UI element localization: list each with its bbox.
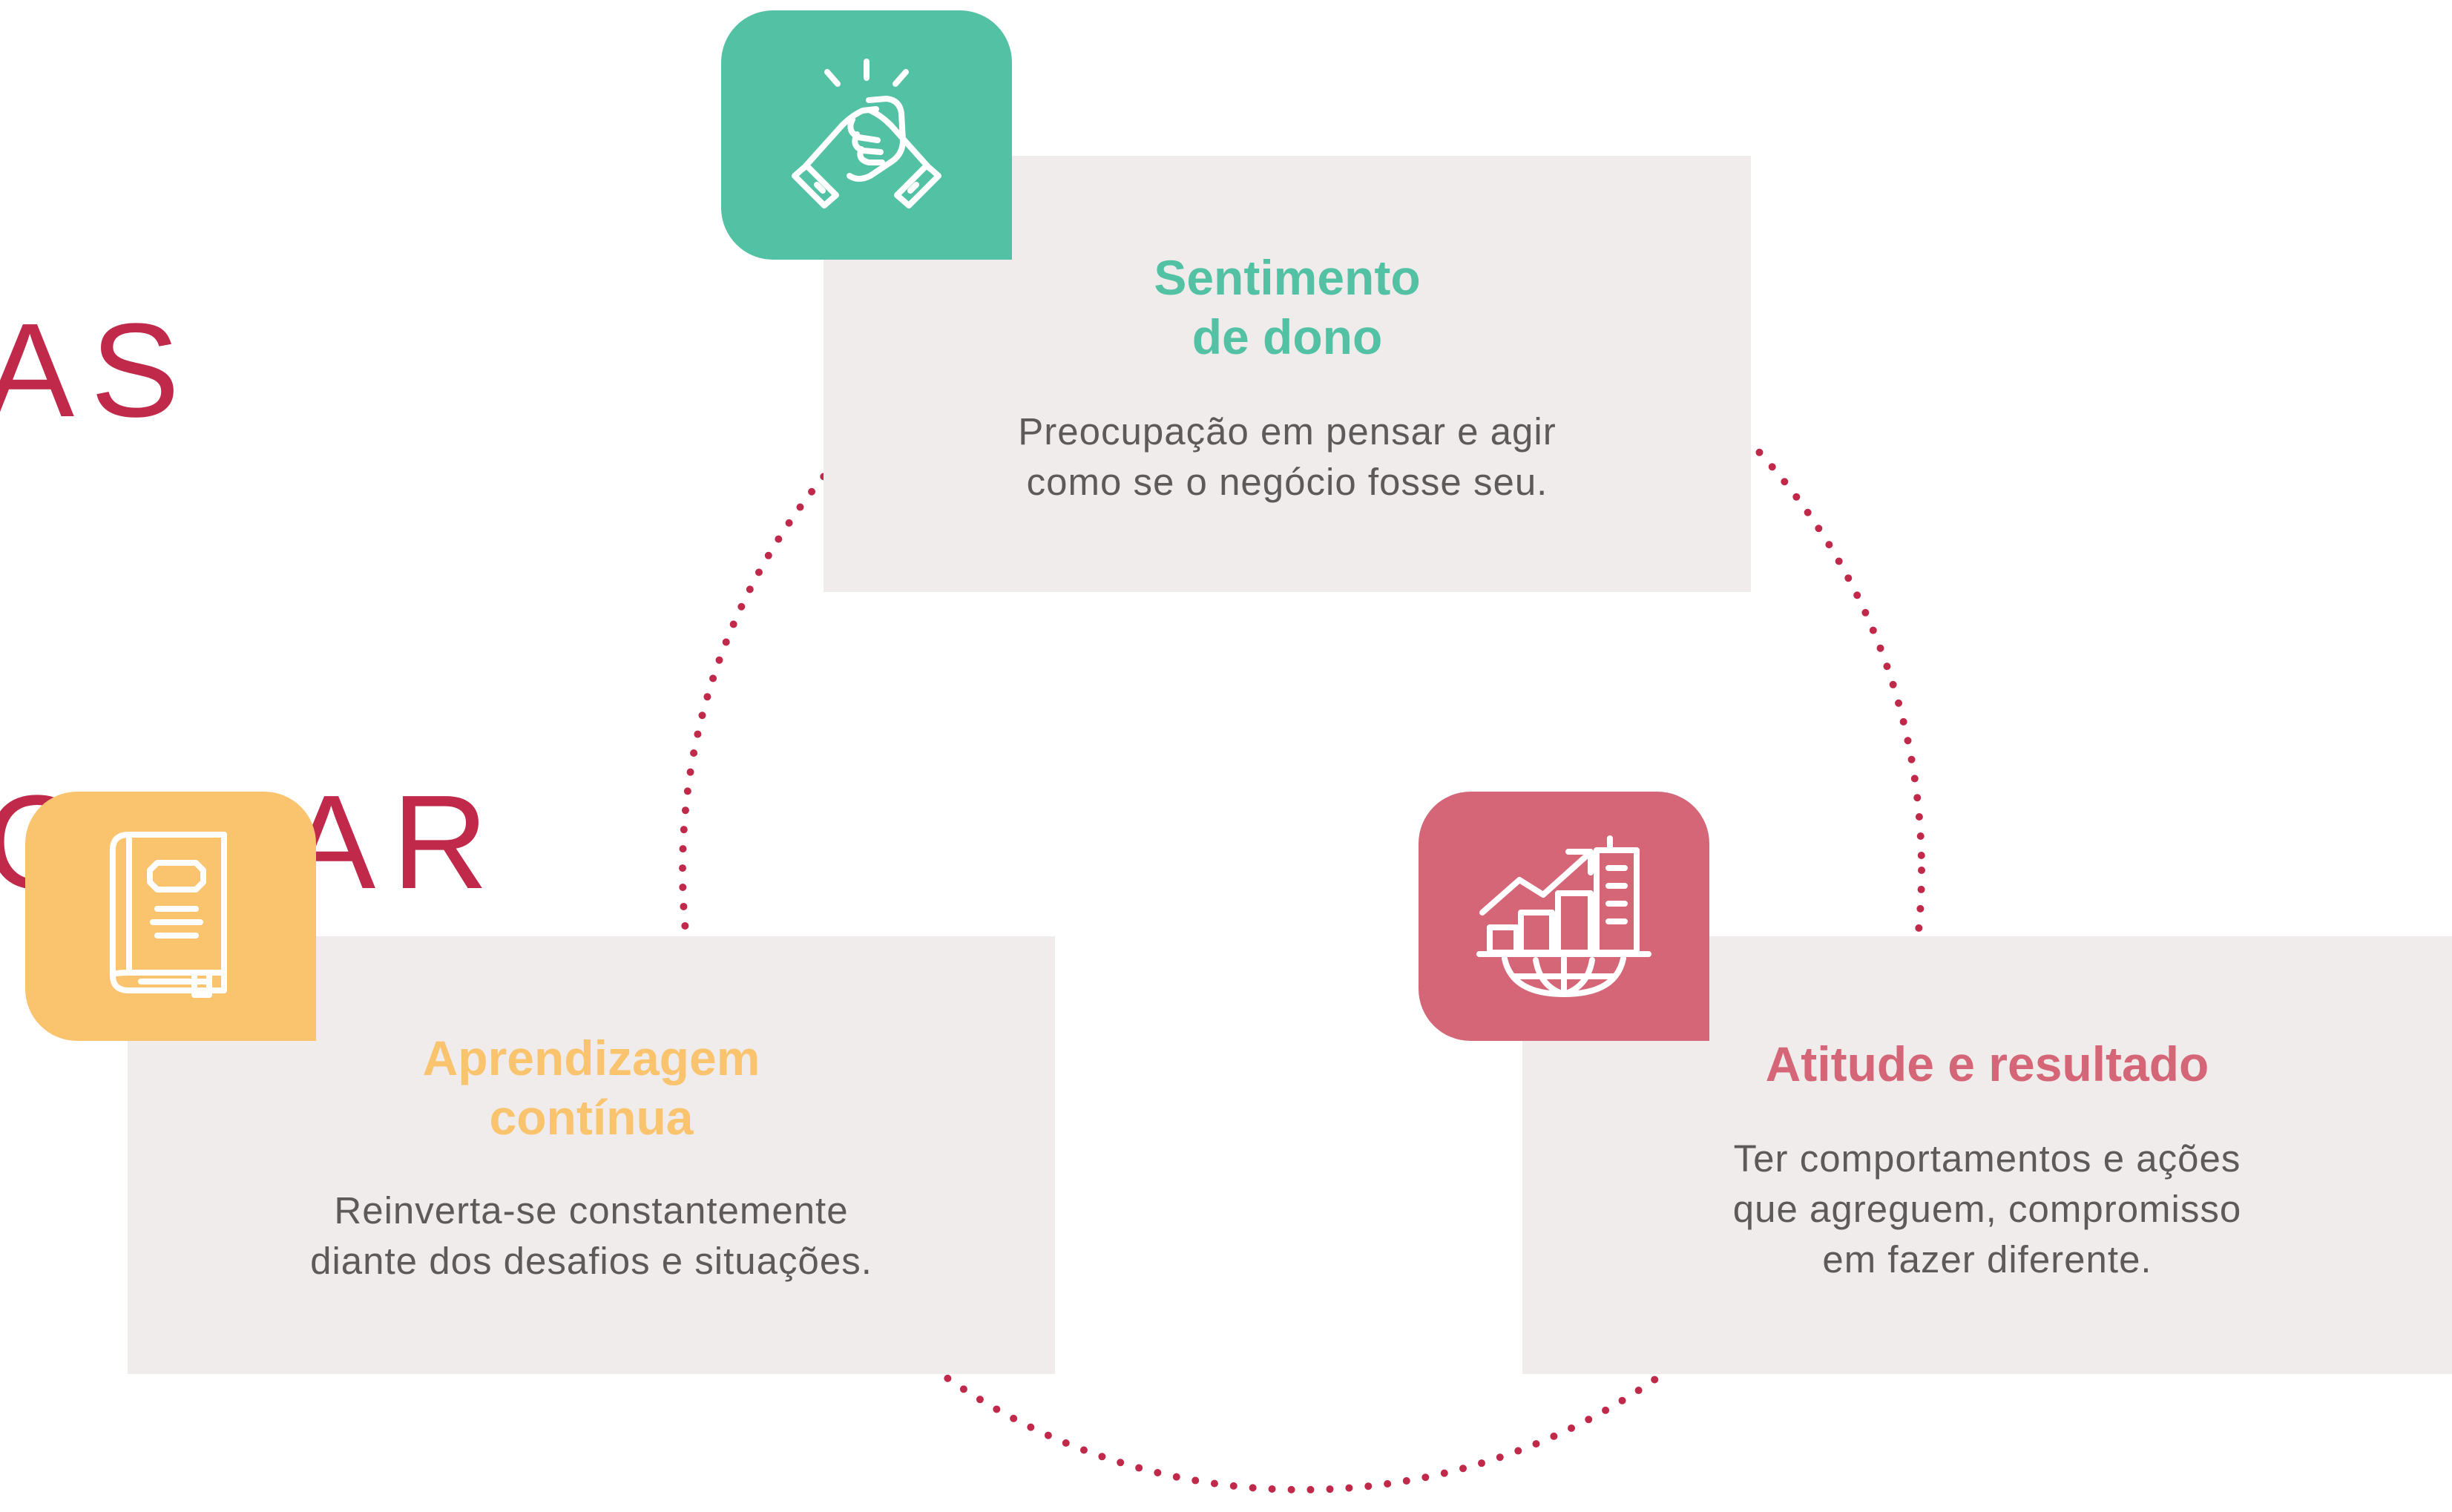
card-atitude-e-resultado: Atitude e resultado Ter comportamentos e…: [1522, 936, 2452, 1374]
heading-line-1: AS: [0, 296, 197, 445]
card-title: Atitude e resultado: [1522, 1034, 2452, 1094]
card-description-line: em fazer diferente.: [1822, 1238, 2152, 1281]
badge-sentimento-de-dono: [721, 10, 1012, 260]
card-title: Aprendizagem contínua: [128, 1028, 1055, 1147]
badge-atitude-e-resultado: [1419, 792, 1709, 1041]
card-sentimento-de-dono: Sentimento de dono Preocupação em pensar…: [824, 156, 1751, 592]
card-title-line: Sentimento: [1154, 250, 1421, 305]
card-description: Reinverta-se constantemente diante dos d…: [128, 1186, 1055, 1286]
card-description-line: que agreguem, compromisso: [1732, 1188, 2242, 1230]
card-description-line: Preocupação em pensar e agir: [1018, 410, 1557, 453]
card-description-line: como se o negócio fosse seu.: [1026, 461, 1548, 503]
card-title-line: Aprendizagem: [422, 1031, 760, 1085]
badge-aprendizagem-continua: [25, 792, 316, 1041]
card-description-line: Ter comportamentos e ações: [1733, 1137, 2241, 1180]
book-icon: [110, 832, 227, 998]
card-description-line: diante dos desafios e situações.: [310, 1240, 872, 1282]
card-title-line: contínua: [489, 1090, 694, 1145]
card-title: Sentimento de dono: [824, 248, 1751, 367]
handshake-icon: [792, 59, 941, 208]
card-description: Preocupação em pensar e agir como se o n…: [824, 407, 1751, 507]
card-description: Ter comportamentos e ações que agreguem,…: [1522, 1134, 2452, 1285]
growth-city-icon: [1476, 835, 1651, 997]
card-title-line: de dono: [1192, 309, 1383, 364]
card-title-line: Atitude e resultado: [1765, 1036, 2209, 1091]
card-description-line: Reinverta-se constantemente: [334, 1189, 849, 1232]
